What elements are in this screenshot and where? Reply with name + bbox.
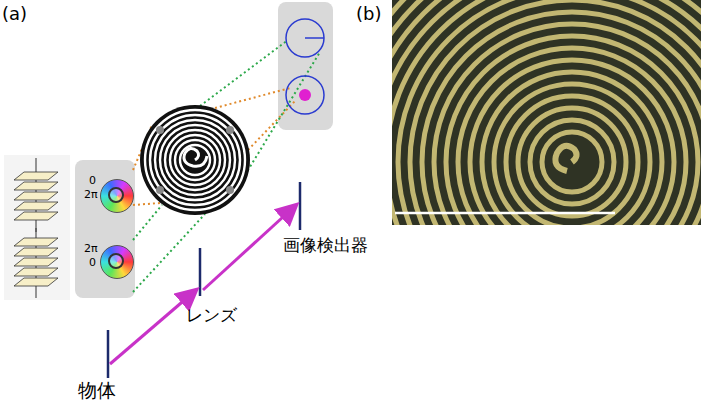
- micrograph: [392, 0, 701, 225]
- phase-value: 2π: [84, 189, 98, 202]
- output-ring: [286, 19, 324, 57]
- phase-wheel: [100, 245, 134, 279]
- output-panel: [278, 2, 333, 130]
- phase-value: 0: [89, 257, 96, 270]
- wavefront-icons: [4, 155, 70, 300]
- phase-panel: [75, 160, 135, 298]
- output-ring: [305, 37, 324, 39]
- phase-value: 0: [89, 175, 96, 188]
- optical-setup: [108, 182, 300, 378]
- panel-letter: (a): [2, 4, 27, 25]
- phase-value: 2π: [84, 243, 98, 256]
- output-ring: [286, 76, 324, 114]
- component-label: 物体: [78, 380, 116, 402]
- panel-letter: (b): [356, 4, 381, 25]
- focal-dot: [299, 89, 311, 101]
- phase-wheel: [100, 179, 134, 213]
- hologram: [140, 105, 250, 215]
- component-label: 画像検出器: [283, 236, 368, 256]
- component-label: レンズ: [186, 306, 237, 326]
